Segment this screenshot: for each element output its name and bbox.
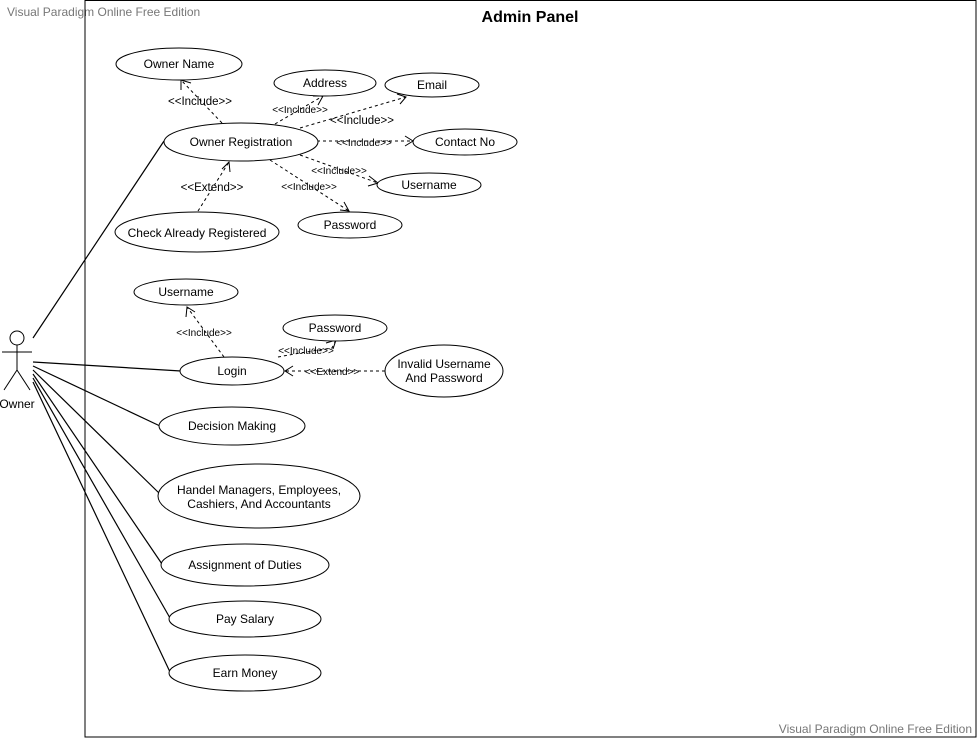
use-case-pay-salary-shape (168, 600, 322, 638)
actor-label: Owner (0, 397, 35, 411)
assoc-pay-salary (32, 377, 171, 619)
dep-include-email (299, 96, 407, 129)
assoc-owner-registration (32, 140, 165, 339)
assoc-earn-money (32, 381, 171, 673)
use-case-handel-managers-label-line2: Cashiers, And Accountants (187, 497, 330, 511)
system-boundary (84, 0, 977, 738)
use-case-password-login[interactable]: Password (282, 314, 388, 342)
label-include-email: <<Include>> (330, 115, 394, 127)
use-case-username-reg-label: Username (401, 178, 457, 192)
use-case-address[interactable]: Address (273, 69, 377, 97)
use-case-earn-money-label: Earn Money (213, 666, 278, 680)
system-title: Admin Panel (482, 9, 579, 26)
label-include-username: <<Include>> (311, 166, 367, 177)
assoc-login (32, 361, 182, 372)
use-case-contact-no-label: Contact No (435, 135, 495, 149)
label-include-owner-name: <<Include>> (168, 96, 232, 108)
use-case-address-label: Address (303, 76, 347, 90)
label-include-contact: <<Include>> (336, 138, 392, 149)
actor-left-leg (3, 369, 18, 391)
use-case-owner-registration-shape (163, 122, 319, 162)
actor-right-leg (16, 369, 31, 391)
use-case-assignment-duties-label: Assignment of Duties (188, 558, 301, 572)
associations (32, 140, 182, 673)
use-case-owner-name-shape (115, 47, 243, 81)
arrow-owner-name (180, 79, 192, 90)
assoc-decision-making (32, 365, 161, 427)
dep-include-password (269, 159, 350, 212)
use-case-pay-salary-label: Pay Salary (216, 612, 274, 626)
use-case-login-shape (179, 356, 285, 386)
use-case-email-label: Email (417, 78, 447, 92)
assoc-handel-managers (32, 369, 161, 495)
use-case-login-label: Login (217, 364, 246, 378)
use-case-assignment-duties[interactable]: Assignment of Duties (160, 543, 330, 587)
label-include-login-password: <<Include>> (278, 346, 334, 357)
dep-include-login-username (186, 306, 225, 358)
use-case-contact-no[interactable]: Contact No (412, 128, 518, 156)
use-case-invalid-label-line1: Invalid Username (397, 357, 491, 371)
use-case-username-login-shape (133, 278, 239, 306)
arrow-invalid (284, 365, 294, 377)
use-case-check-registered[interactable]: Check Already Registered (114, 211, 280, 253)
use-case-username-reg-shape (376, 172, 482, 198)
use-case-email-shape (384, 72, 480, 98)
use-case-owner-name-label: Owner Name (144, 57, 215, 71)
watermark-bottom: Visual Paradigm Online Free Edition (779, 722, 972, 736)
watermark-top: Visual Paradigm Online Free Edition (7, 5, 200, 19)
use-case-assignment-duties-shape (160, 543, 330, 587)
use-case-password-reg[interactable]: Password (297, 211, 403, 239)
use-case-pay-salary[interactable]: Pay Salary (168, 600, 322, 638)
label-include-login-username: <<Include>> (176, 328, 232, 339)
use-case-password-reg-shape (297, 211, 403, 239)
label-extend-invalid: <<Extend>> (305, 367, 360, 378)
use-case-earn-money[interactable]: Earn Money (168, 654, 322, 692)
use-case-handel-managers[interactable]: Handel Managers, Employees, Cashiers, An… (157, 463, 361, 529)
use-case-invalid[interactable]: Invalid Username And Password (384, 344, 504, 398)
use-case-username-reg[interactable]: Username (376, 172, 482, 198)
dep-include-owner-name (180, 79, 223, 124)
label-include-address: <<Include>> (272, 105, 328, 116)
arrow-email (396, 93, 407, 105)
use-case-password-reg-label: Password (324, 218, 377, 232)
use-case-handel-managers-label-line1: Handel Managers, Employees, (177, 483, 341, 497)
dep-extend-check (197, 161, 230, 212)
arrow-password (339, 201, 350, 212)
use-case-owner-name[interactable]: Owner Name (115, 47, 243, 81)
use-case-invalid-shape (384, 344, 504, 398)
use-case-owner-registration-label: Owner Registration (190, 135, 293, 149)
arrow-login-username (185, 306, 196, 318)
use-case-username-login[interactable]: Username (133, 278, 239, 306)
use-case-decision-making-label: Decision Making (188, 419, 276, 433)
assoc-assignment-duties (32, 373, 163, 565)
label-include-password: <<Include>> (281, 182, 337, 193)
stereotype-labels: <<Include>> <<Include>> <<Include>> <<In… (168, 96, 394, 378)
arrow-username (367, 175, 380, 187)
use-case-email[interactable]: Email (384, 72, 480, 98)
use-case-login[interactable]: Login (179, 356, 285, 386)
actor-owner[interactable]: Owner (0, 330, 35, 411)
arrow-address (313, 95, 324, 106)
use-case-contact-no-shape (412, 128, 518, 156)
use-case-check-registered-shape (114, 211, 280, 253)
use-case-handel-managers-shape (157, 463, 361, 529)
use-case-address-shape (273, 69, 377, 97)
use-case-owner-registration[interactable]: Owner Registration (163, 122, 319, 162)
use-case-password-login-label: Password (309, 321, 362, 335)
use-case-decision-making-shape (158, 406, 306, 446)
actor-head (9, 330, 25, 346)
use-case-decision-making[interactable]: Decision Making (158, 406, 306, 446)
use-case-check-registered-label: Check Already Registered (128, 226, 267, 240)
dep-include-username (299, 154, 379, 184)
dep-include-login-password (277, 339, 337, 358)
use-case-invalid-label-line2: And Password (405, 371, 482, 385)
use-case-password-login-shape (282, 314, 388, 342)
label-extend-check: <<Extend>> (181, 182, 244, 194)
arrow-check (221, 160, 231, 173)
use-case-username-login-label: Username (158, 285, 214, 299)
use-case-earn-money-shape (168, 654, 322, 692)
